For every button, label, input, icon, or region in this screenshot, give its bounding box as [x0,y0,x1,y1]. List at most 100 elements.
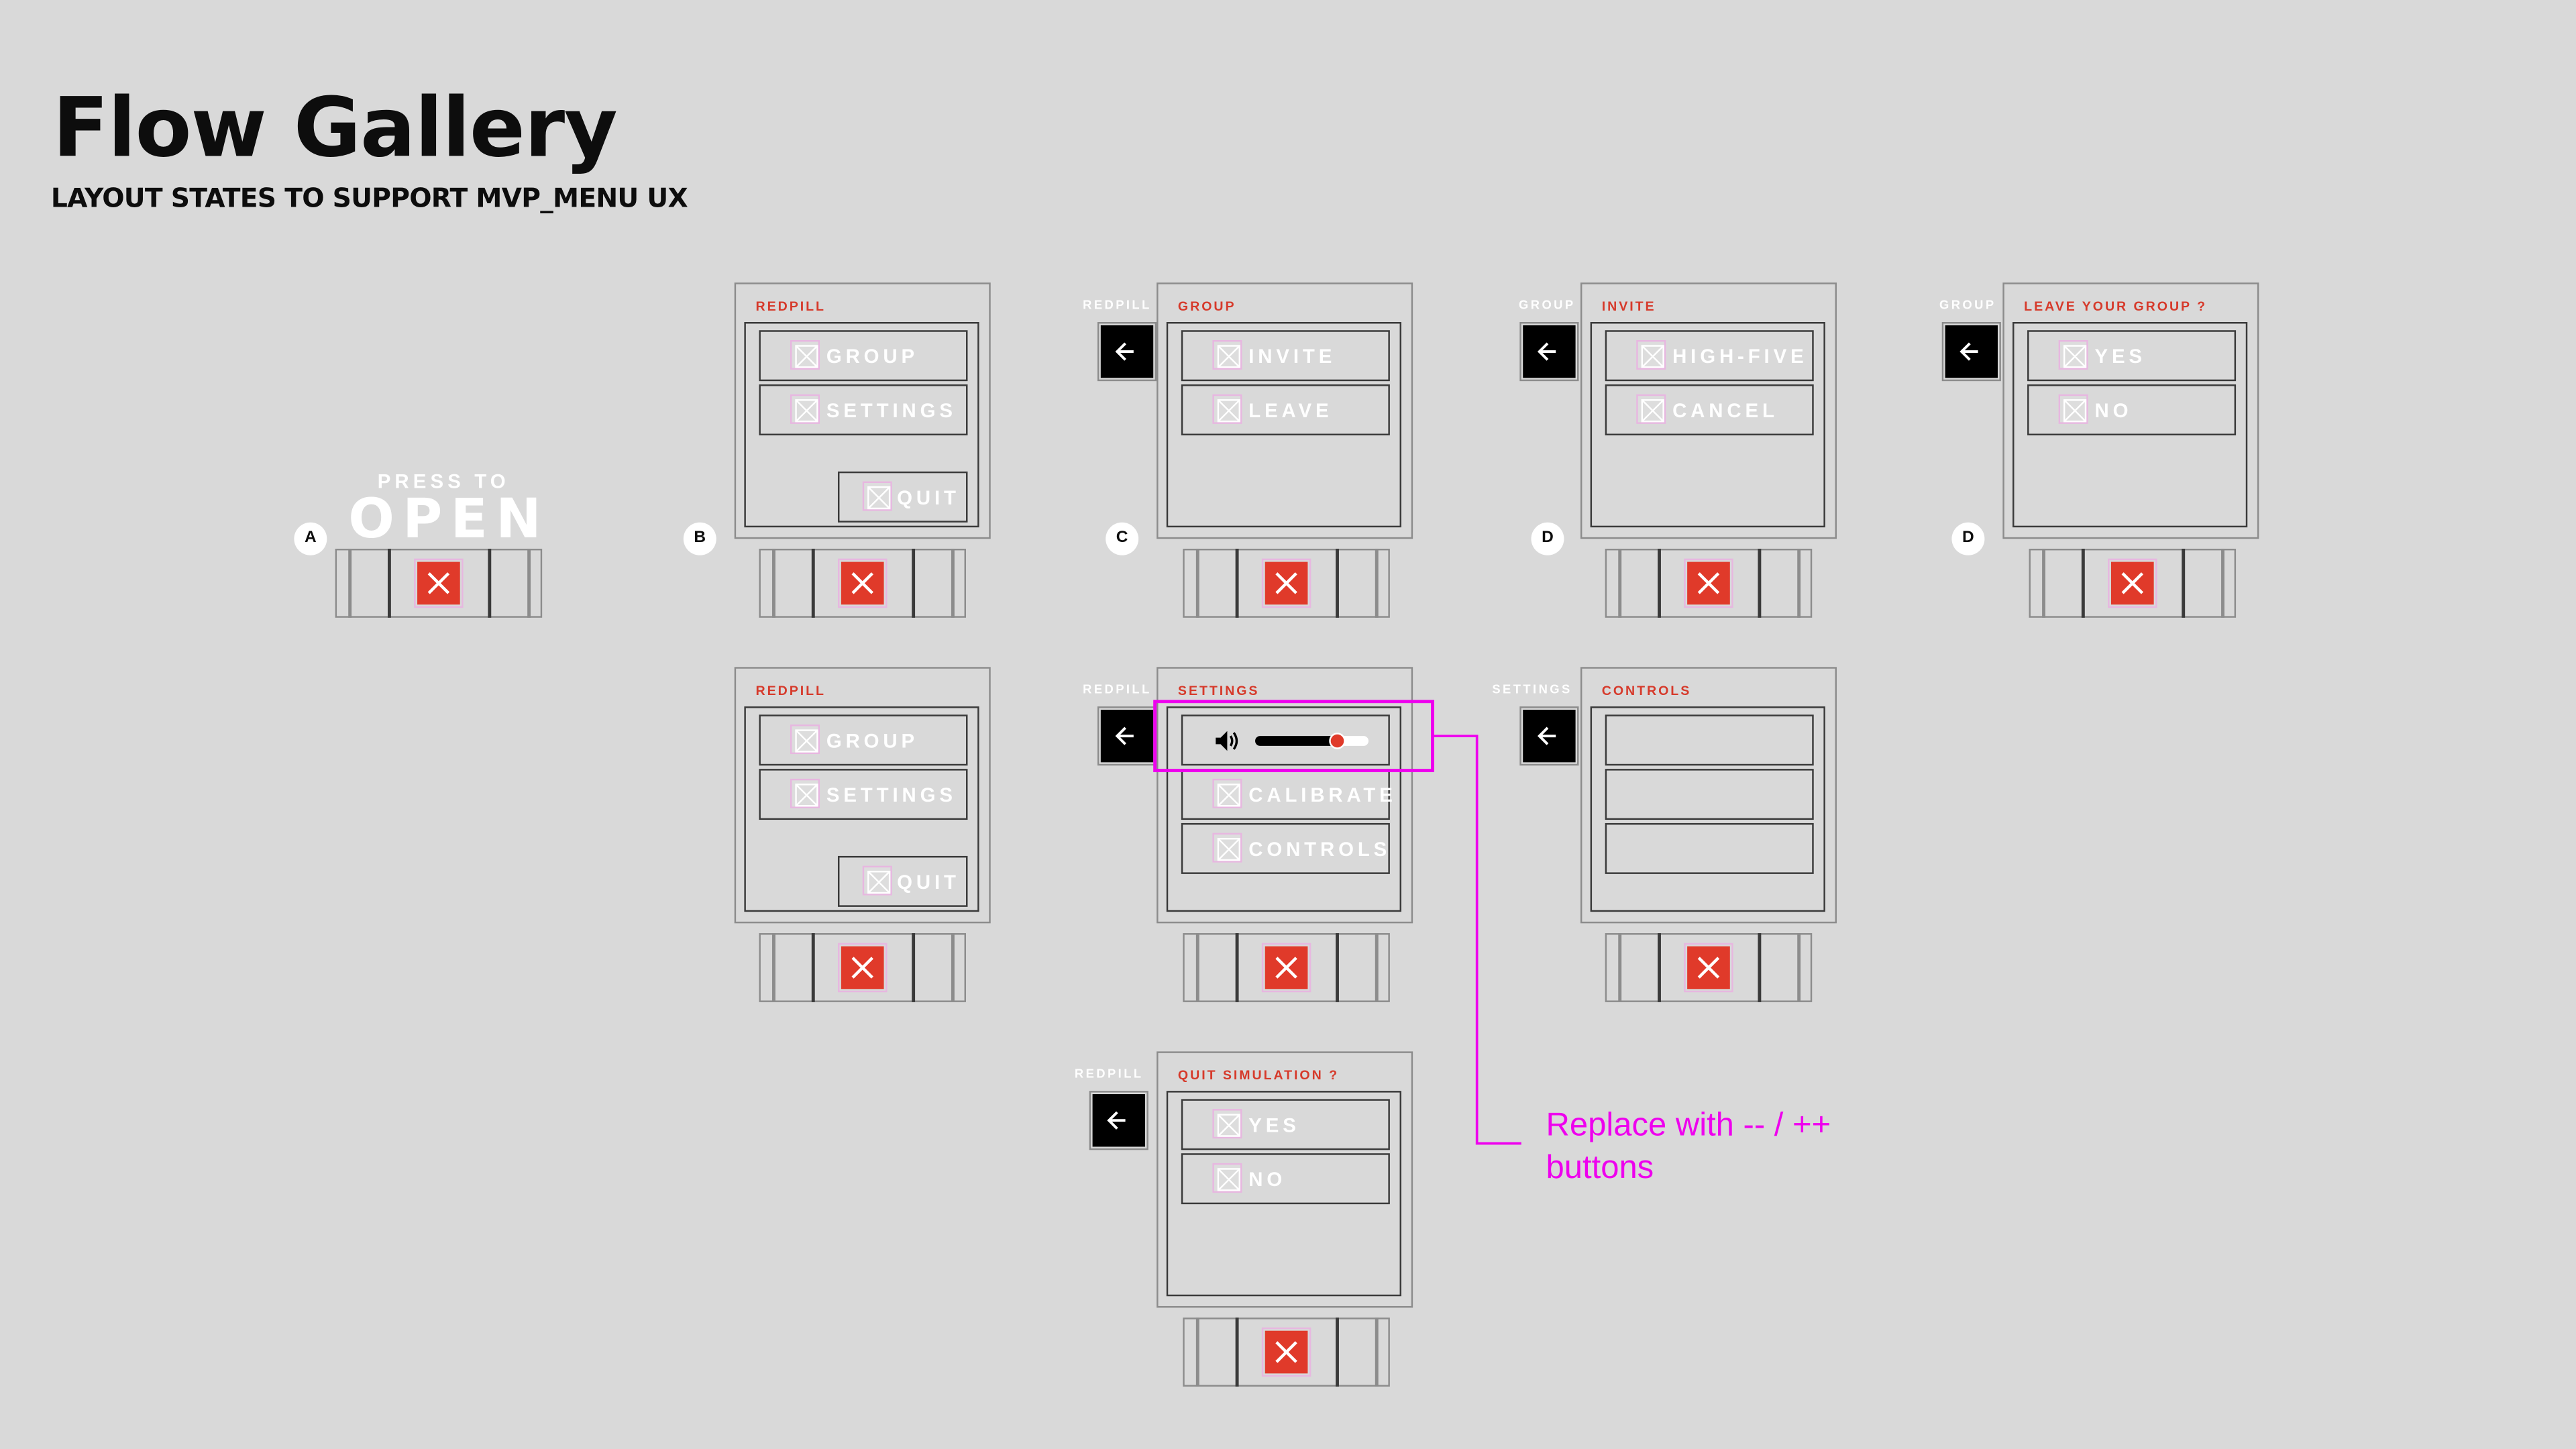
panel-heading: LEAVE YOUR GROUP ? [2024,299,2208,314]
controls-menu-panel: CONTROLS [1580,667,1837,924]
controls-slot[interactable] [1605,714,1814,766]
quit-button[interactable]: QUIT [837,855,968,907]
image-placeholder-icon [790,339,820,370]
slider-fill [1255,736,1337,746]
group-button[interactable]: GROUP [759,330,968,382]
speaker-icon [1216,731,1238,751]
invite-menu-panel: INVITE HIGH-FIVE CANCEL [1580,282,1837,539]
annotation-note: Replace with -- / ++ buttons [1546,1104,1831,1189]
highlight-box [1153,700,1434,773]
annotation-line-2: buttons [1546,1150,1654,1187]
cancel-button[interactable]: CANCEL [1605,384,1814,435]
panel-heading: GROUP [1177,299,1236,314]
back-arrow-icon [1115,342,1134,361]
redpill-menu-panel: REDPILL GROUP SETTINGS QUIT [734,667,991,924]
image-placeholder-icon [862,481,892,511]
close-x-icon[interactable] [1261,558,1311,608]
yes-button[interactable]: YES [1181,1099,1390,1150]
back-arrow-icon [1107,1111,1126,1130]
side-label: REDPILL [1083,682,1152,697]
side-label: GROUP [1519,297,1576,313]
image-placeholder-icon [1212,833,1242,863]
leave-group-panel: LEAVE YOUR GROUP ? YES NO [2002,282,2259,539]
panel-heading: QUIT SIMULATION ? [1177,1067,1340,1083]
close-x-icon[interactable] [1261,943,1311,993]
redpill-menu-panel: REDPILL GROUP SETTINGS QUIT [734,282,991,539]
controls-slot[interactable] [1605,769,1814,820]
settings-menu-panel: SETTINGS CALIBRATE CONTROLS [1157,667,1413,924]
state-marker-b: B [683,522,716,555]
bottom-bar [759,933,967,1002]
close-x-icon[interactable] [1261,1327,1311,1377]
close-x-icon[interactable] [837,558,888,608]
close-x-icon[interactable] [1684,943,1733,993]
side-label: REDPILL [1083,297,1152,313]
image-placeholder-icon [790,394,820,424]
no-button[interactable]: NO [1181,1153,1390,1205]
back-button[interactable] [1519,705,1580,767]
bottom-bar-b [759,548,967,618]
back-button[interactable] [1096,321,1158,382]
page-subtitle: LAYOUT STATES TO SUPPORT MVP_MENU UX [50,182,688,214]
controls-button[interactable]: CONTROLS [1181,822,1390,874]
back-button[interactable] [1519,321,1580,382]
quit-button[interactable]: QUIT [837,471,968,523]
side-label: GROUP [1939,297,1996,313]
quit-simulation-panel: QUIT SIMULATION ? YES NO [1157,1051,1413,1308]
image-placeholder-icon [790,778,820,808]
panel-heading: REDPILL [755,683,826,698]
state-marker-d: D [1951,522,1985,555]
image-placeholder-icon [862,865,892,896]
controls-slot[interactable] [1605,822,1814,874]
image-placeholder-icon [1212,1109,1242,1139]
close-x-icon[interactable] [2108,558,2157,608]
open-label: OPEN [348,486,549,551]
no-button[interactable]: NO [2027,384,2237,435]
panel-heading: REDPILL [755,299,826,314]
bottom-bar-d2 [2029,548,2237,618]
calibrate-button[interactable]: CALIBRATE [1181,769,1393,820]
yes-button[interactable]: YES [2027,330,2237,382]
state-marker-c: C [1106,522,1139,555]
bottom-bar [1183,933,1390,1002]
leave-button[interactable]: LEAVE [1181,384,1390,435]
panel-heading: INVITE [1601,299,1656,314]
volume-slider[interactable] [1181,714,1390,766]
state-marker-d: D [1531,522,1564,555]
close-x-icon[interactable] [837,943,888,993]
image-placeholder-icon [790,724,820,755]
bottom-bar [1605,933,1813,1002]
back-arrow-icon [1960,342,1978,361]
group-button[interactable]: GROUP [759,714,968,766]
back-arrow-icon [1537,342,1556,361]
side-label: REDPILL [1074,1066,1144,1081]
side-label: SETTINGS [1492,682,1572,697]
bottom-bar-d [1605,548,1813,618]
bottom-bar-c [1183,548,1390,618]
annotation-line-1: Replace with -- / ++ [1546,1107,1831,1144]
back-button[interactable] [1088,1089,1150,1151]
press-to-label: PRESS TO [377,470,510,493]
image-placeholder-icon [1212,339,1242,370]
close-x-icon[interactable] [414,558,464,608]
image-placeholder-icon [2058,394,2088,424]
annotation-connector [1434,735,1521,1145]
panel-heading: SETTINGS [1177,683,1260,698]
image-placeholder-icon [1212,1163,1242,1193]
image-placeholder-icon [2058,339,2088,370]
back-button[interactable] [1941,321,2002,382]
group-menu-panel: GROUP INVITE LEAVE [1157,282,1413,539]
slider-handle[interactable] [1328,733,1345,749]
high-five-button[interactable]: HIGH-FIVE [1605,330,1814,382]
settings-button[interactable]: SETTINGS [759,384,968,435]
back-button[interactable] [1096,705,1158,767]
bottom-bar [1183,1318,1390,1387]
back-arrow-icon [1115,727,1134,745]
close-x-icon[interactable] [1684,558,1733,608]
image-placeholder-icon [1212,394,1242,424]
invite-button[interactable]: INVITE [1181,330,1390,382]
back-arrow-icon [1537,727,1556,745]
bottom-bar-a [335,548,543,618]
settings-button[interactable]: SETTINGS [759,769,968,820]
state-marker-a: A [294,522,327,555]
